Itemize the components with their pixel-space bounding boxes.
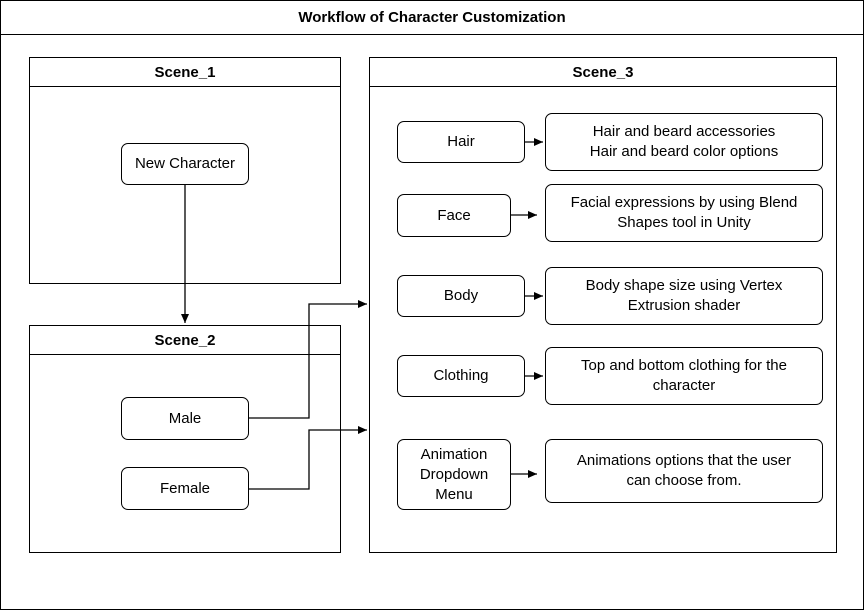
male-node: Male <box>121 397 249 440</box>
clothing-detail-node: Top and bottom clothing for the characte… <box>545 347 823 405</box>
scene-2-label: Scene_2 <box>30 326 340 355</box>
scene-3-label: Scene_3 <box>370 58 836 87</box>
scene-1-label: Scene_1 <box>30 58 340 87</box>
body-option-node: Body <box>397 275 525 317</box>
face-option-node: Face <box>397 194 511 237</box>
female-node: Female <box>121 467 249 510</box>
animation-detail-node: Animations options that the user can cho… <box>545 439 823 503</box>
clothing-option-node: Clothing <box>397 355 525 397</box>
animation-dropdown-option-node: Animation Dropdown Menu <box>397 439 511 510</box>
diagram-title: Workflow of Character Customization <box>0 0 864 35</box>
face-detail-node: Facial expressions by using Blend Shapes… <box>545 184 823 242</box>
hair-detail-node: Hair and beard accessories Hair and bear… <box>545 113 823 171</box>
body-detail-node: Body shape size using Vertex Extrusion s… <box>545 267 823 325</box>
hair-option-node: Hair <box>397 121 525 163</box>
new-character-node: New Character <box>121 143 249 185</box>
scene-3-container: Scene_3 <box>369 57 837 553</box>
